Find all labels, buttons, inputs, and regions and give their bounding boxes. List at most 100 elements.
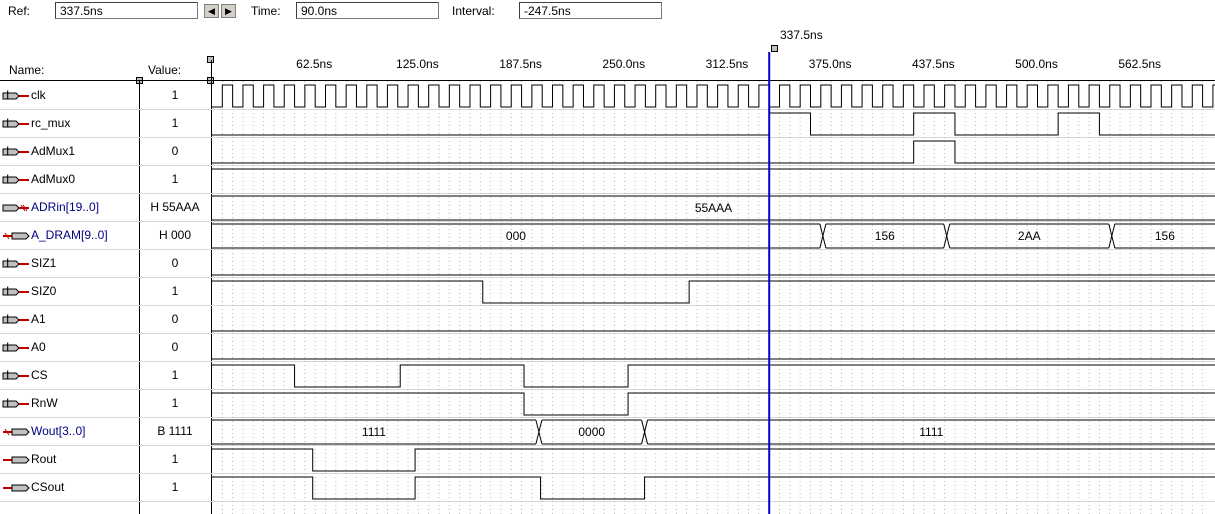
svg-text:I: I [6,258,9,270]
signal-value: 1 [171,172,179,186]
bus-value-label: 55AAA [695,201,732,215]
row-divider [0,389,1215,390]
signal-value: 1 [171,116,179,130]
value-column-header: Value: [148,63,182,77]
signal-name[interactable]: AdMux0 [31,172,76,186]
signal-value: 1 [171,480,179,494]
input-pin-icon: I [2,396,30,413]
prev-transition-button[interactable]: ◀ [204,4,219,18]
signal-row[interactable]: ADRin[19..0] H 55AAA [0,193,1215,221]
time-tick-label: 125.0ns [396,57,439,71]
signal-name[interactable]: AdMux1 [31,144,76,158]
bus-value-label: 000 [506,229,526,243]
row-divider [0,193,1215,194]
row-divider [0,445,1215,446]
cs-wave [212,364,1215,388]
value-column-resize-handle-top[interactable] [207,56,214,63]
signal-name[interactable]: clk [31,88,46,102]
signal-name[interactable]: CSout [31,480,65,494]
header-divider [0,80,1215,81]
signal-row[interactable]: I AdMux0 1 [0,165,1215,193]
ref-field[interactable]: 337.5ns [55,2,198,19]
a_dram-bus-transition [819,223,827,249]
svg-text:I: I [6,174,9,186]
time-tick-label: 562.5ns [1118,57,1162,71]
output-pin-icon [2,426,30,441]
time-field[interactable]: 90.0ns [296,2,439,19]
signal-name[interactable]: A1 [31,312,46,326]
output-pin-icon [2,454,30,469]
signal-name[interactable]: Wout[3..0] [31,424,86,438]
signal-row[interactable]: Wout[3..0] B 1111 [0,417,1215,445]
bus-value-label: 2AA [1018,229,1041,243]
signal-row[interactable]: A_DRAM[9..0]H 000 [0,221,1215,249]
bus-value-label: 156 [875,229,895,243]
row-divider [0,305,1215,306]
output-pin-icon [2,482,30,497]
signal-value: 0 [171,144,179,158]
next-transition-button[interactable]: ▶ [221,4,236,18]
svg-text:I: I [6,118,9,130]
signal-value: 1 [171,284,179,298]
rnw-wave [212,392,1215,416]
input-pin-icon: I [2,340,30,357]
time-tick-label: 437.5ns [911,57,955,71]
interval-field[interactable]: -247.5ns [519,2,662,19]
signal-name[interactable]: A0 [31,340,46,354]
signal-name[interactable]: SIZ0 [31,284,57,298]
signal-name[interactable]: rc_mux [31,116,71,130]
signal-name[interactable]: Rout [31,452,57,466]
signal-row[interactable]: CSout 1 [0,473,1215,501]
time-tick-label: 375.0ns [808,57,852,71]
bus-value-label: 1111 [919,425,943,439]
svg-text:I: I [6,370,9,382]
signal-name[interactable]: A_DRAM[9..0] [31,228,108,242]
svg-text:I: I [6,90,9,102]
time-tick-label: 62.5ns [296,57,333,71]
row-divider [0,333,1215,334]
svg-text:I: I [6,342,9,354]
signal-value: 0 [171,340,179,354]
row-divider [0,221,1215,222]
interval-label: Interval: [452,4,495,18]
signal-name[interactable]: ADRin[19..0] [31,200,100,214]
signal-row[interactable]: I AdMux1 0 [0,137,1215,165]
row-divider [0,277,1215,278]
row-divider [0,417,1215,418]
ref-label: Ref: [8,4,31,18]
row-divider [0,109,1215,110]
signal-value: B 1111 [157,424,193,438]
input-pin-icon: I [2,116,30,133]
csout-wave [212,476,1215,500]
signal-name[interactable]: RnW [31,396,58,410]
bus-value-label: 1111 [362,425,386,439]
time-tick-label: 500.0ns [1015,57,1058,71]
signal-row[interactable]: I A0 0 [0,333,1215,361]
row-divider [0,473,1215,474]
svg-text:I: I [6,146,9,158]
rout-wave [212,448,1215,472]
svg-text:I: I [6,314,9,326]
input-pin-icon: I [2,172,30,189]
signal-name[interactable]: CS [31,368,48,382]
signal-value: H 55AAA [150,200,200,214]
signal-row[interactable]: I SIZ0 1 [0,277,1215,305]
svg-text:I: I [6,286,9,298]
row-divider [0,501,1215,502]
signal-name[interactable]: SIZ1 [31,256,57,270]
row-divider [0,249,1215,250]
wout-bus-transition [641,419,649,445]
input-pin-icon: I [2,284,30,301]
bus-value-label: 0000 [578,425,605,439]
ref-cursor-label: 337.5ns [780,28,823,42]
ref-cursor-handle[interactable] [771,45,778,52]
bus-value-label: 156 [1155,229,1175,243]
